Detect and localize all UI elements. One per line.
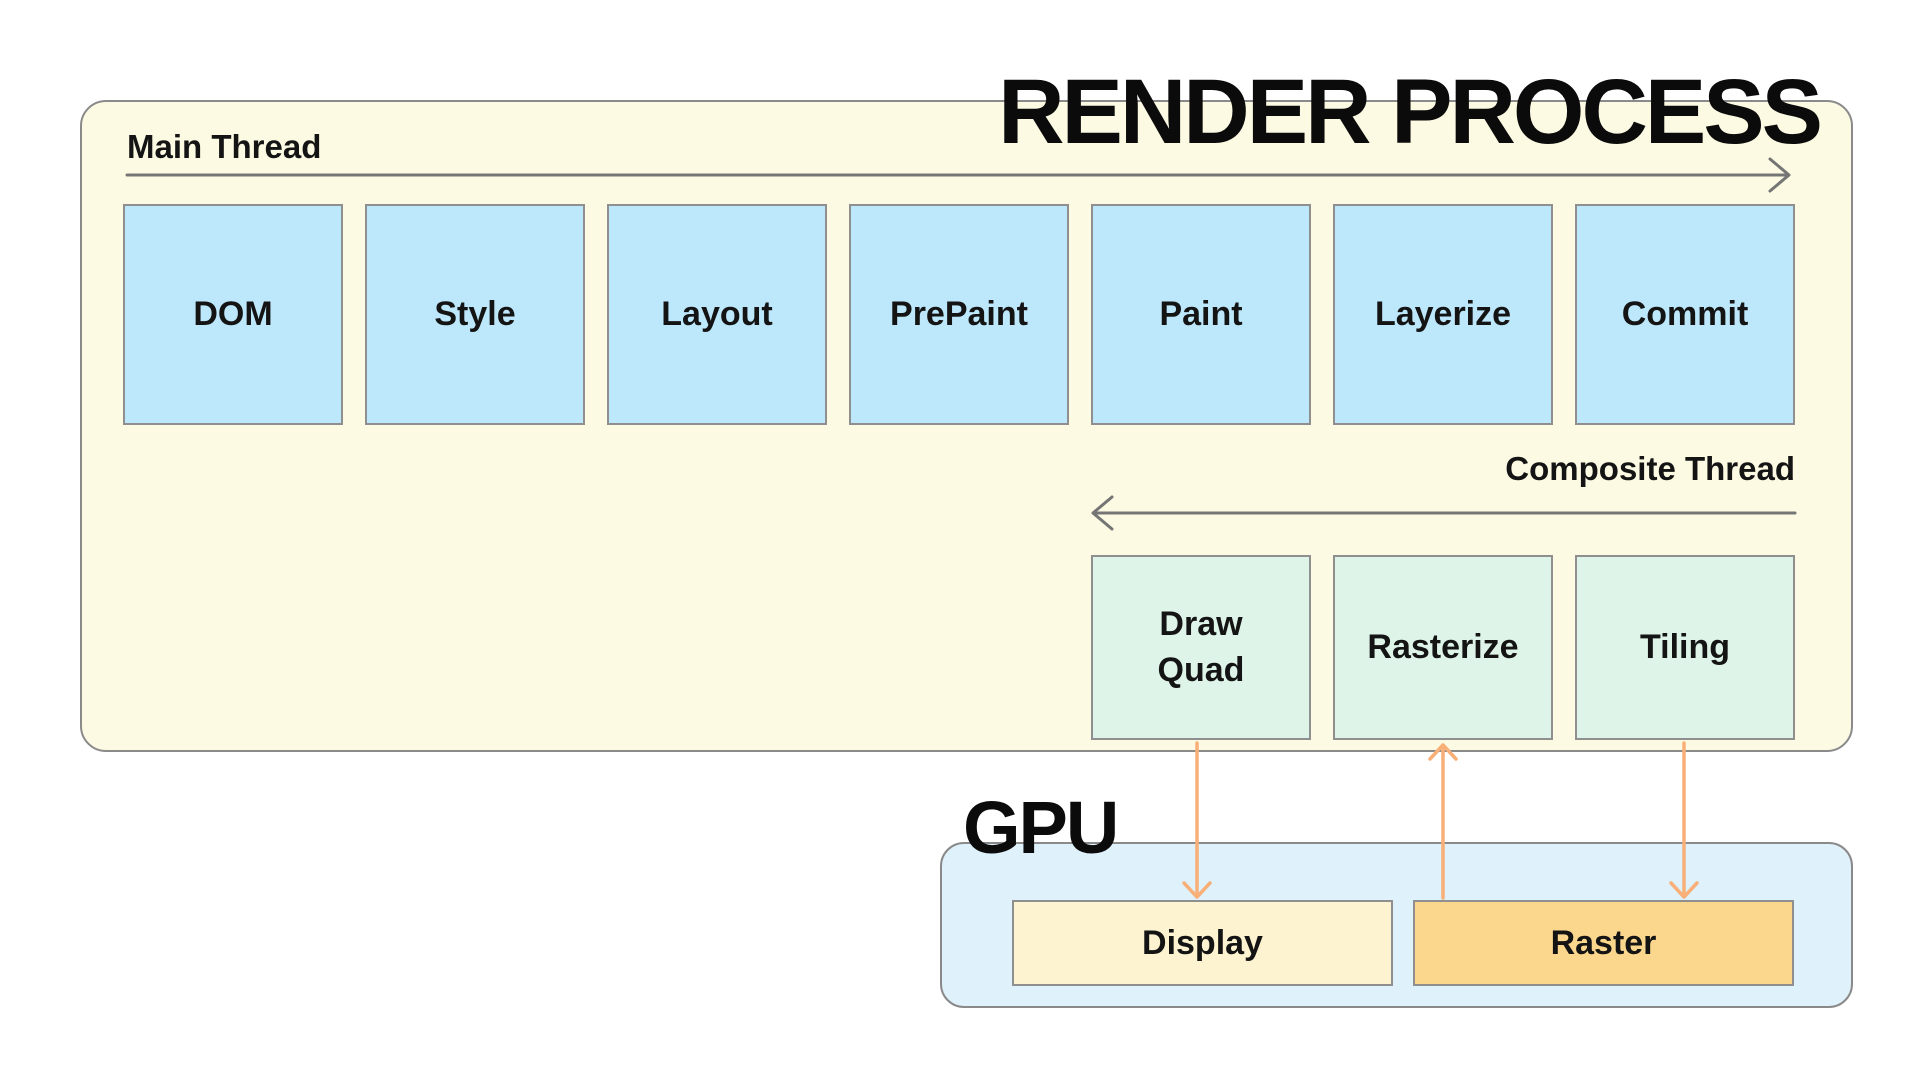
render-process-title: RENDER PROCESS <box>998 61 1823 163</box>
stage-box-dom: DOM <box>123 204 343 425</box>
stage-box-prepaint: PrePaint <box>849 204 1069 425</box>
stage-box-style: Style <box>365 204 585 425</box>
stage-box-commit: Commit <box>1575 204 1795 425</box>
composite-thread-label: Composite Thread <box>1505 450 1795 487</box>
gpu-title: GPU <box>963 786 1119 869</box>
stage-box-layout: Layout <box>607 204 827 425</box>
main-thread-label: Main Thread <box>127 128 322 165</box>
stage-box-paint: Paint <box>1091 204 1311 425</box>
gpu-box-raster: Raster <box>1413 900 1794 986</box>
stage-box-tiling: Tiling <box>1575 555 1795 740</box>
stage-box-layerize: Layerize <box>1333 204 1553 425</box>
stage-box-rasterize: Rasterize <box>1333 555 1553 740</box>
stage-box-draw-quad: Draw Quad <box>1091 555 1311 740</box>
gpu-box-display: Display <box>1012 900 1393 986</box>
